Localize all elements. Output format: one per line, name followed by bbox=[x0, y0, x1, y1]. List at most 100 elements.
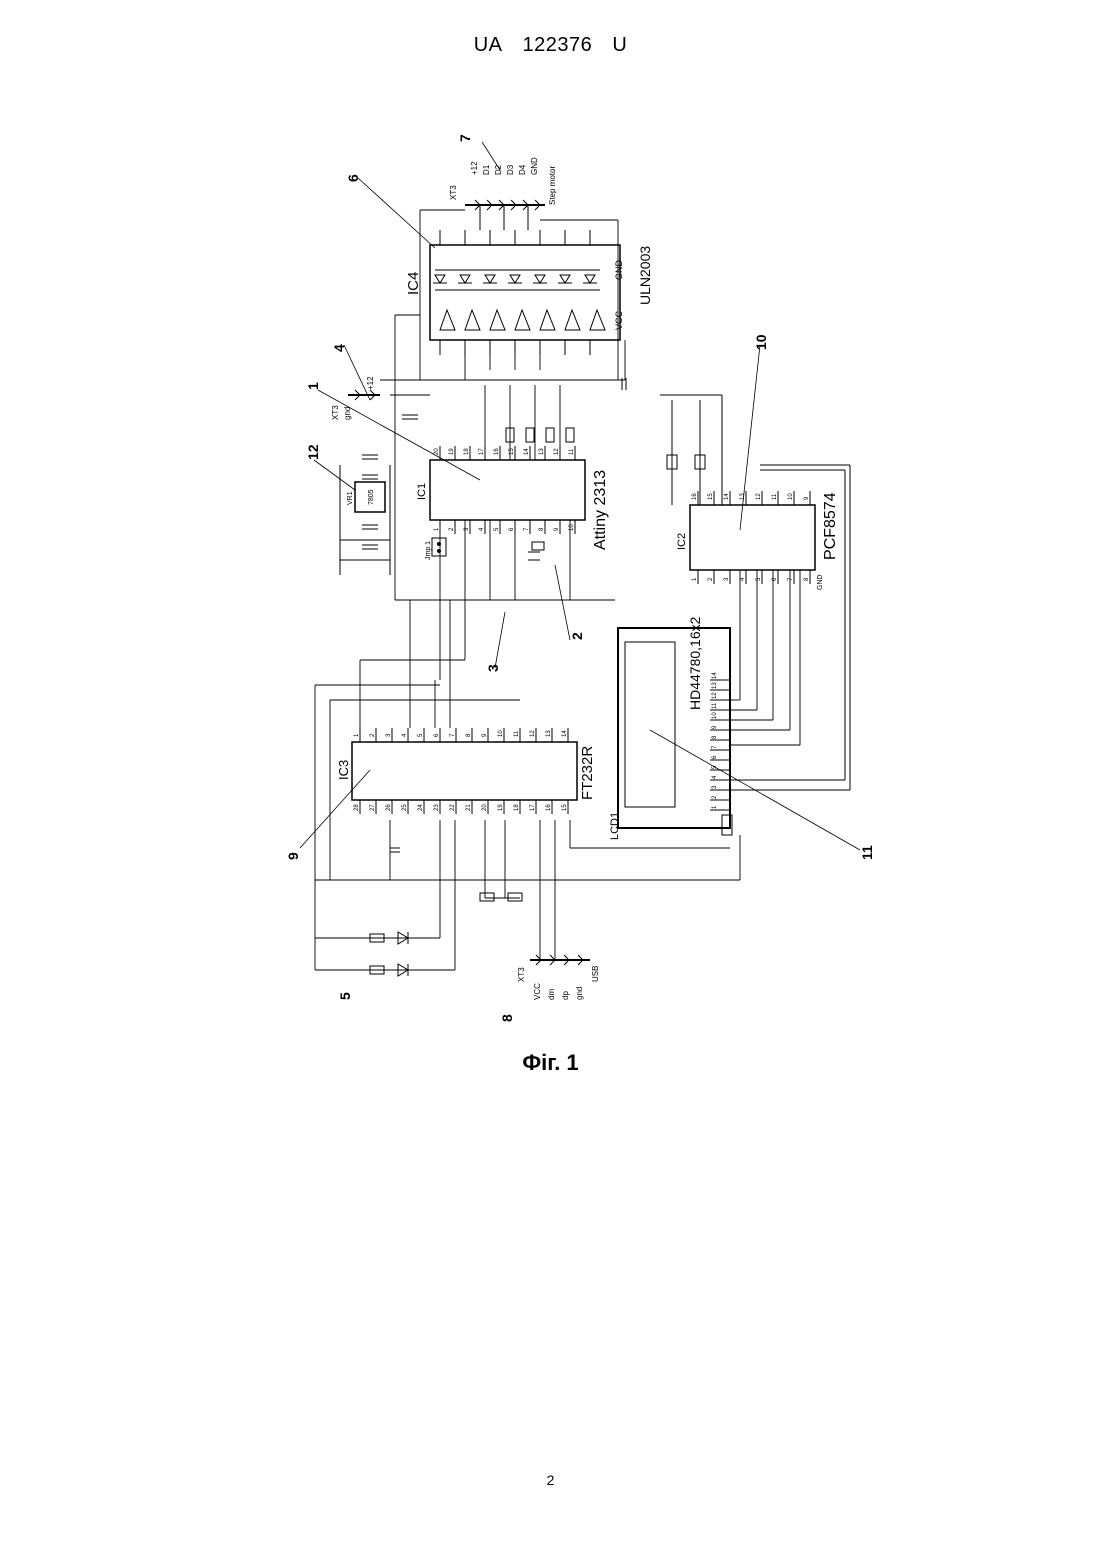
lcd-pin-label: 3 bbox=[712, 785, 718, 789]
power-pin-gnd: gnd bbox=[343, 407, 352, 420]
ic1-bottom-pin-label: 1 bbox=[434, 527, 440, 531]
ic3-top-pin-label: 9 bbox=[482, 733, 488, 737]
ic1-part: Attiny 2313 bbox=[592, 470, 609, 550]
usb-xt-label: XT3 bbox=[517, 967, 526, 982]
regulator-name: VR1 bbox=[347, 491, 354, 505]
ic2-top-pin-label: 12 bbox=[756, 493, 762, 500]
regulator-part: 7805 bbox=[368, 489, 375, 505]
ic1-bottom-pin-label: 5 bbox=[494, 527, 500, 531]
ic1-bottom-pin-label: 9 bbox=[554, 527, 560, 531]
doc-prefix: UA bbox=[474, 34, 503, 56]
ic1-bottom-pin-label: 7 bbox=[524, 527, 530, 531]
ic3-ft232r bbox=[352, 742, 577, 800]
lcd-pin-label: 4 bbox=[712, 775, 718, 779]
doc-suffix: U bbox=[612, 34, 627, 56]
usb-connector-label: USB bbox=[591, 966, 600, 982]
ic3-bottom-pin-label: 24 bbox=[418, 804, 424, 811]
lcd-pin-label: 6 bbox=[712, 755, 718, 759]
ic1-top-pin-label: 11 bbox=[569, 448, 575, 455]
uln-vcc-label: VCC bbox=[614, 310, 624, 330]
ic3-bottom-pin-label: 28 bbox=[354, 804, 360, 811]
lcd-hd44780 bbox=[618, 628, 732, 835]
ic2-top-pin-label: 16 bbox=[692, 493, 698, 500]
ic2-top-pin-label: 15 bbox=[708, 493, 714, 500]
ic3-bottom-pin-label: 27 bbox=[370, 804, 376, 811]
ic3-top-pin-label: 11 bbox=[514, 730, 520, 737]
ic1-top-pin-label: 13 bbox=[539, 448, 545, 455]
ic3-top-pin-label: 8 bbox=[466, 733, 472, 737]
page-number: 2 bbox=[0, 1472, 1101, 1488]
motor-pin-4: D3 bbox=[506, 164, 515, 175]
ref-6: 6 bbox=[345, 174, 361, 182]
ic2-name: IC2 bbox=[676, 533, 688, 550]
ref-2: 2 bbox=[569, 632, 585, 640]
figure-caption: Фіг. 1 bbox=[0, 1050, 1101, 1076]
ic4-name: IC4 bbox=[405, 272, 422, 295]
ic2-bottom-pin-label: 7 bbox=[788, 577, 794, 581]
lcd-pin-label: 11 bbox=[712, 702, 718, 709]
ref-12: 12 bbox=[305, 444, 321, 460]
ic1-bottom-pin-label: 4 bbox=[479, 527, 485, 531]
ref-4: 4 bbox=[331, 344, 347, 352]
usb-pin-gnd: gnd bbox=[575, 987, 584, 1000]
ic1-bottom-pin-label: 2 bbox=[449, 527, 455, 531]
ic3-bottom-pin-label: 22 bbox=[450, 804, 456, 811]
circuit-schematic: IC4 ULN2003 VCC GND XT3 +12 D1 D2 D3 D4 … bbox=[270, 120, 890, 1040]
driver-array bbox=[440, 310, 605, 330]
motor-pin-6: GND bbox=[530, 157, 539, 175]
ic3-part: FT232R bbox=[579, 746, 596, 800]
ic3-bottom-pin-label: 18 bbox=[514, 804, 520, 811]
usb-resistors-and-leds bbox=[370, 848, 522, 976]
ref-11: 11 bbox=[859, 845, 875, 860]
pcf-gnd-label: GND bbox=[817, 574, 824, 590]
voltage-regulator-vr1 bbox=[340, 465, 390, 575]
lcd-pin-label: 14 bbox=[712, 672, 718, 679]
motor-xt-label: XT3 bbox=[449, 185, 458, 200]
usb-pin-dp: dp bbox=[561, 991, 570, 1000]
lcd-part: HD44780,16x2 bbox=[687, 616, 703, 710]
doc-number: 122376 bbox=[523, 34, 593, 56]
ic3-top-pin-label: 1 bbox=[354, 733, 360, 737]
ic3-bottom-pin-label: 16 bbox=[546, 804, 552, 811]
ic3-bottom-pin-label: 26 bbox=[386, 804, 392, 811]
ic1-top-pin-label: 19 bbox=[449, 448, 455, 455]
ic2-bottom-pin-label: 1 bbox=[692, 577, 698, 581]
pullup-resistors bbox=[660, 395, 850, 790]
lcd-pin-label: 12 bbox=[712, 692, 718, 699]
ic2-bottom-pin-label: 2 bbox=[708, 577, 714, 581]
ic1-top-pin-label: 14 bbox=[524, 448, 530, 455]
ic3-top-pin-label: 5 bbox=[418, 733, 424, 737]
motor-pin-2: D1 bbox=[482, 164, 491, 175]
ic2-top-pin-label: 14 bbox=[724, 493, 730, 500]
power-pin-12v: +12 bbox=[366, 376, 375, 390]
ref-10: 10 bbox=[753, 334, 769, 350]
ic2-bottom-pin-label: 8 bbox=[804, 577, 810, 581]
ic3-bottom-pin-label: 21 bbox=[466, 804, 472, 811]
ic4-uln2003 bbox=[430, 230, 620, 355]
lcd-pin-label: 9 bbox=[712, 725, 718, 729]
ic3-bottom-pin-label: 17 bbox=[530, 804, 536, 811]
lcd-pin-label: 1 bbox=[712, 805, 718, 809]
ic3-top-pin-label: 10 bbox=[498, 730, 504, 737]
ic3-bottom-pin-label: 23 bbox=[434, 804, 440, 811]
lcd-pin-label: 13 bbox=[712, 682, 718, 689]
lcd-pin-label: 7 bbox=[712, 745, 718, 749]
lcd-pin-label: 2 bbox=[712, 795, 718, 799]
ic4-part: ULN2003 bbox=[637, 246, 653, 305]
motor-pin-3: D2 bbox=[494, 164, 503, 175]
usb-pin-vcc: VCC bbox=[533, 983, 542, 1000]
ic2-bottom-pin-label: 4 bbox=[740, 577, 746, 581]
ic3-top-pin-label: 2 bbox=[370, 733, 376, 737]
ic3-top-pin-label: 7 bbox=[450, 733, 456, 737]
motor-connector bbox=[465, 200, 545, 230]
ic2-top-pin-label: 9 bbox=[804, 496, 810, 500]
motor-pin-5: D4 bbox=[518, 164, 527, 175]
input-resistors-r1-r4 bbox=[506, 428, 574, 442]
ic3-top-pin-label: 4 bbox=[402, 733, 408, 737]
crystal-oscillator bbox=[528, 542, 544, 560]
jumper-label: Jmp 1 bbox=[425, 541, 432, 560]
ic3-top-pin-label: 3 bbox=[386, 733, 392, 737]
ref-8: 8 bbox=[499, 1014, 515, 1022]
motor-pin-1: +12 bbox=[470, 161, 479, 175]
ref-3: 3 bbox=[485, 664, 501, 672]
